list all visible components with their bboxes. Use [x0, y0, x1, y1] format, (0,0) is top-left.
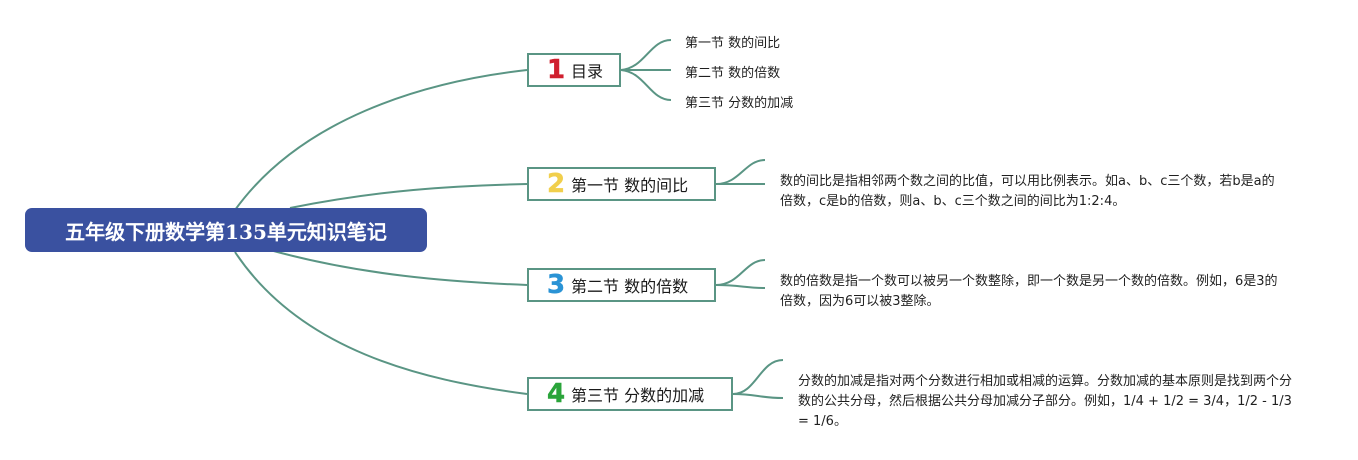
- note-section-2: 数的倍数是指一个数可以被另一个数整除，即一个数是另一个数的倍数。例如，6是3的倍…: [780, 274, 1278, 309]
- link-toc-1: [620, 39, 672, 71]
- branch-number-4: 4: [547, 379, 566, 409]
- branch-label-4: 第三节 分数的加减: [571, 386, 705, 405]
- branch-number-2: 2: [547, 169, 566, 199]
- branch-label-3: 第二节 数的倍数: [571, 277, 689, 296]
- root-node[interactable]: 五年级下册数学第135单元知识笔记: [25, 208, 427, 252]
- link-toc-3: [620, 69, 672, 101]
- link-note-1: [715, 159, 766, 185]
- link-note-2: [715, 259, 766, 286]
- link-root-branch-3: [269, 249, 528, 286]
- link-note-3: [732, 359, 784, 395]
- root-title: 五年级下册数学第135单元知识笔记: [65, 219, 387, 244]
- link-note-2b: [715, 284, 766, 289]
- branch-label-2: 第一节 数的间比: [571, 176, 689, 195]
- link-note-3b: [732, 393, 784, 399]
- toc-item-3[interactable]: 第三节 分数的加减: [685, 96, 794, 111]
- branch-node-toc[interactable]: 1 目录: [527, 53, 621, 87]
- link-root-branch-2: [289, 183, 528, 209]
- branch-number-3: 3: [547, 270, 566, 300]
- link-root-branch-4: [234, 251, 528, 395]
- branch-number-1: 1: [547, 55, 566, 85]
- branch-node-section-2[interactable]: 3 第二节 数的倍数: [527, 268, 716, 302]
- toc-item-1[interactable]: 第一节 数的间比: [685, 36, 781, 51]
- branch-label-1: 目录: [571, 62, 604, 81]
- toc-item-2[interactable]: 第二节 数的倍数: [685, 66, 781, 81]
- note-section-1: 数的间比是指相邻两个数之间的比值，可以用比例表示。如a、b、c三个数，若b是a的…: [780, 174, 1275, 209]
- link-root-branch-1: [234, 69, 528, 211]
- branch-node-section-1[interactable]: 2 第一节 数的间比: [527, 167, 716, 201]
- note-section-3: 分数的加减是指对两个分数进行相加或相减的运算。分数加减的基本原则是找到两个分数的…: [798, 374, 1293, 429]
- branch-node-section-3[interactable]: 4 第三节 分数的加减: [527, 377, 733, 411]
